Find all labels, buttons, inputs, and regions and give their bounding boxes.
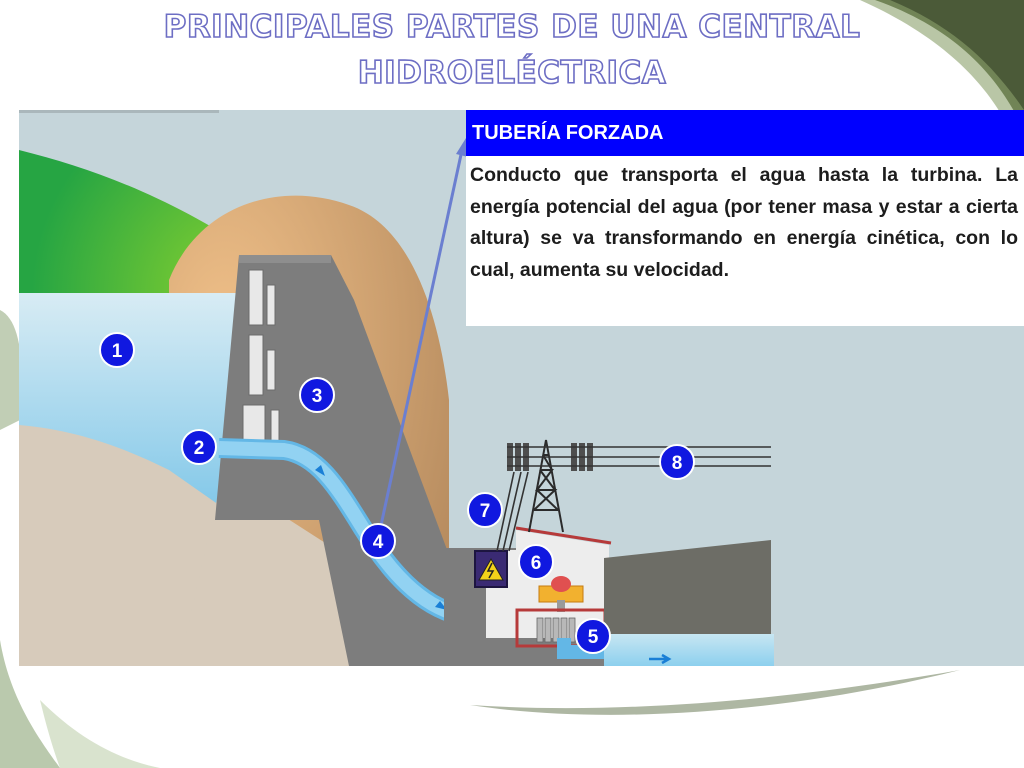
marker-6-label: 6 xyxy=(531,553,542,574)
marker-6: 6 xyxy=(518,544,554,580)
marker-5-label: 5 xyxy=(588,627,599,648)
pointer-arrow-up-icon xyxy=(378,138,468,531)
callout-heading: TUBERÍA FORZADA xyxy=(466,110,1024,156)
power-lines xyxy=(496,446,771,552)
generator xyxy=(538,576,584,612)
marker-4-label: 4 xyxy=(373,532,384,553)
penstock-callout: TUBERÍA FORZADA Conducto que transporta … xyxy=(466,110,1024,326)
marker-2-label: 2 xyxy=(194,438,205,459)
marker-7: 7 xyxy=(467,492,503,528)
marker-8: 8 xyxy=(659,444,695,480)
turbine xyxy=(536,617,576,643)
marker-4: 4 xyxy=(360,523,396,559)
marker-2: 2 xyxy=(181,429,217,465)
high-voltage-warning-icon xyxy=(474,550,508,588)
transmission-tower xyxy=(528,439,564,533)
marker-1: 1 xyxy=(99,332,135,368)
marker-7-label: 7 xyxy=(480,501,491,522)
hydroelectric-diagram: 1 2 3 4 5 6 7 8 TUBERÍA FORZADA Conducto… xyxy=(19,110,1024,666)
marker-3: 3 xyxy=(299,377,335,413)
callout-text: Conducto que transporta el agua hasta la… xyxy=(470,164,1018,281)
slide-title: PRINCIPALES PARTES DE UNA CENTRAL HIDROE… xyxy=(120,4,904,96)
diagram-illustration: 1 2 3 4 5 6 7 8 xyxy=(19,110,1024,666)
marker-1-label: 1 xyxy=(112,341,123,362)
tailwater-arrow-icon xyxy=(649,653,672,665)
marker-5: 5 xyxy=(575,618,611,654)
title-line-2: HIDROELÉCTRICA xyxy=(357,54,667,92)
marker-3-label: 3 xyxy=(312,386,323,407)
title-line-1: PRINCIPALES PARTES DE UNA CENTRAL xyxy=(163,8,861,46)
marker-8-label: 8 xyxy=(672,453,683,474)
tailwater xyxy=(604,634,774,666)
right-hill xyxy=(604,540,771,635)
